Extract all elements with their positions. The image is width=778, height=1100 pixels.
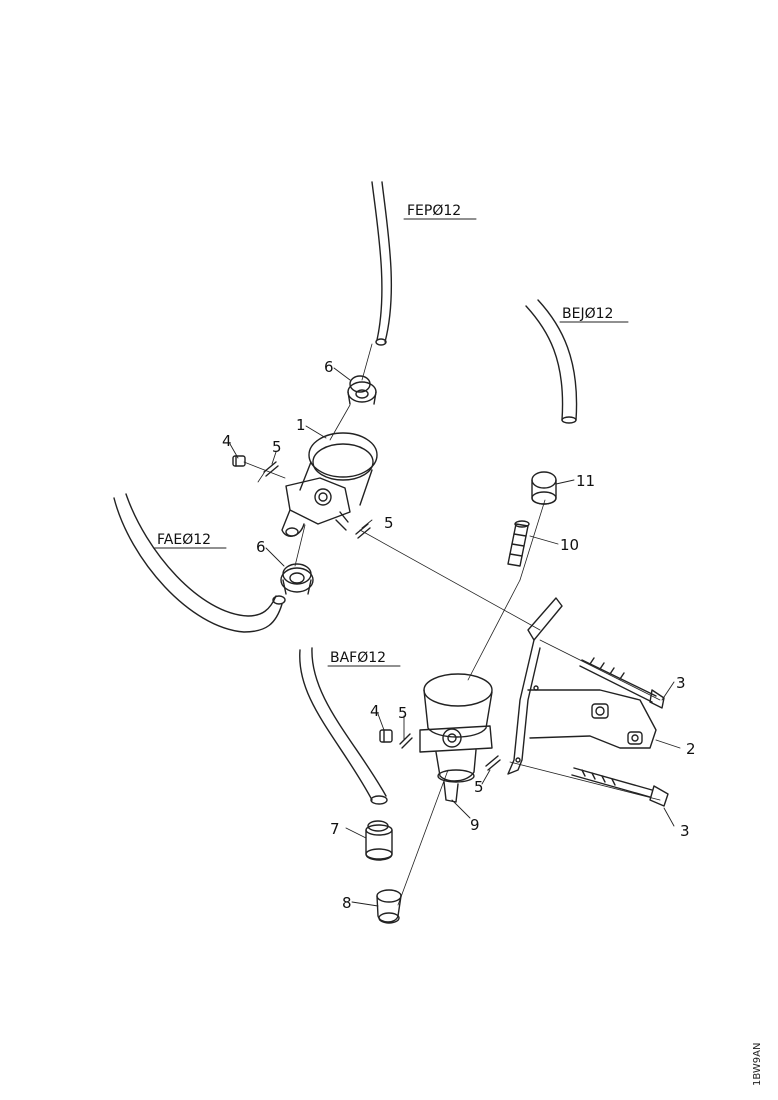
nut-4-upper [232,455,246,467]
callout-10: 10 [560,536,579,554]
reservoir-upper [281,432,378,537]
callout-7: 7 [330,820,340,838]
washer-5-right [355,523,371,539]
callout-4-upper: 4 [222,432,232,450]
hose-code-underlines [153,218,629,667]
leader-lines [243,343,661,906]
bolt-3-lower [571,767,669,807]
fitting-7 [365,820,393,861]
callout-5-lower-right: 5 [474,778,484,796]
hose-code-bej: BEJØ12 [562,306,613,322]
callout-4-lower: 4 [370,702,380,720]
callout-5-right: 5 [384,514,394,532]
hose-fep [371,181,393,346]
connector-10 [507,520,530,567]
washer-5-lower [399,733,413,749]
washer-5-upper [263,461,279,477]
hose-baf [299,647,388,805]
hose-code-fep: FEPØ12 [407,203,461,219]
callout-11: 11 [576,472,595,490]
callout-3-upper: 3 [676,674,686,692]
callout-6-top: 6 [324,358,334,376]
hose-code-baf: BAFØ12 [330,650,386,666]
fitting-6-left [280,563,314,595]
fitting-11 [531,471,557,505]
fitting-8 [376,889,402,924]
callout-2: 2 [686,740,696,758]
callout-leaders [229,367,681,907]
washer-5-lower-right [485,755,501,771]
callout-3-lower: 3 [680,822,690,840]
callout-5-lower: 5 [398,704,408,722]
callout-6-left: 6 [256,538,266,556]
callout-5-upper: 5 [272,438,282,456]
hose-code-fae: FAEØ12 [157,532,211,548]
reservoir-lower [419,673,493,803]
nut-4-lower [379,729,393,743]
bolt-3-upper [579,657,665,709]
hose-fae [113,493,286,633]
bracket-2 [507,597,657,775]
hose-bej [525,299,578,424]
callout-9: 9 [470,816,480,834]
drawing-reference: 1BW9AN [752,1042,763,1086]
fitting-6-top [347,375,377,405]
callout-1: 1 [296,416,306,434]
callout-8: 8 [342,894,352,912]
